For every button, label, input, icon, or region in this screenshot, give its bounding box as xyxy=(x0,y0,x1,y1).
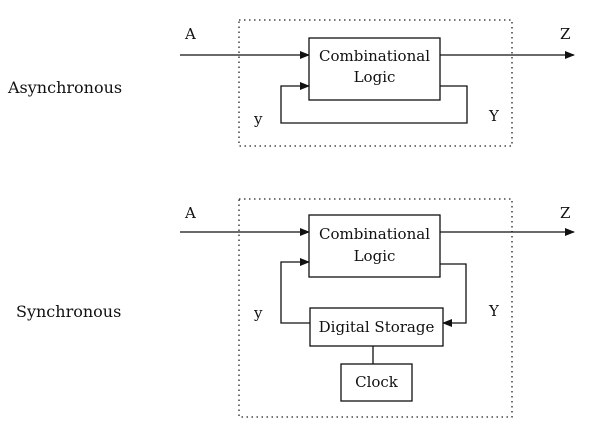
async-input-label: A xyxy=(184,25,196,43)
sync-storage-box xyxy=(309,307,444,347)
sync-section: Synchronous A Z Combinational Logic Digi… xyxy=(16,198,575,418)
async-logic-box xyxy=(308,37,441,101)
sync-input-label: A xyxy=(184,204,196,222)
sync-next-state-arrow xyxy=(440,263,467,327)
sync-logic-box xyxy=(308,214,441,278)
sync-title: Synchronous xyxy=(16,302,121,321)
sync-output-label: Z xyxy=(560,204,570,222)
async-feedback-out-label: Y xyxy=(488,107,500,125)
sync-logic-line1: Combinational xyxy=(319,225,430,243)
async-logic-line1: Combinational xyxy=(319,47,430,65)
sync-present-state-arrow xyxy=(280,258,310,324)
sync-clock-box xyxy=(340,363,413,402)
sync-clock-label: Clock xyxy=(355,373,399,391)
async-output-label: Z xyxy=(560,25,570,43)
async-title: Asynchronous xyxy=(7,78,122,97)
sync-feedback-out-label: Y xyxy=(488,302,500,320)
async-boundary xyxy=(238,19,513,147)
sync-feedback-in-label: y xyxy=(253,304,263,322)
async-logic-line2: Logic xyxy=(354,68,396,86)
async-feedback-in-label: y xyxy=(253,110,263,128)
async-feedback-loop xyxy=(280,82,468,124)
sync-logic-line2: Logic xyxy=(354,247,396,265)
async-section: Asynchronous A Z Combinational Logic y Y xyxy=(7,19,575,147)
sync-boundary xyxy=(238,198,513,418)
sync-storage-label: Digital Storage xyxy=(319,318,435,336)
